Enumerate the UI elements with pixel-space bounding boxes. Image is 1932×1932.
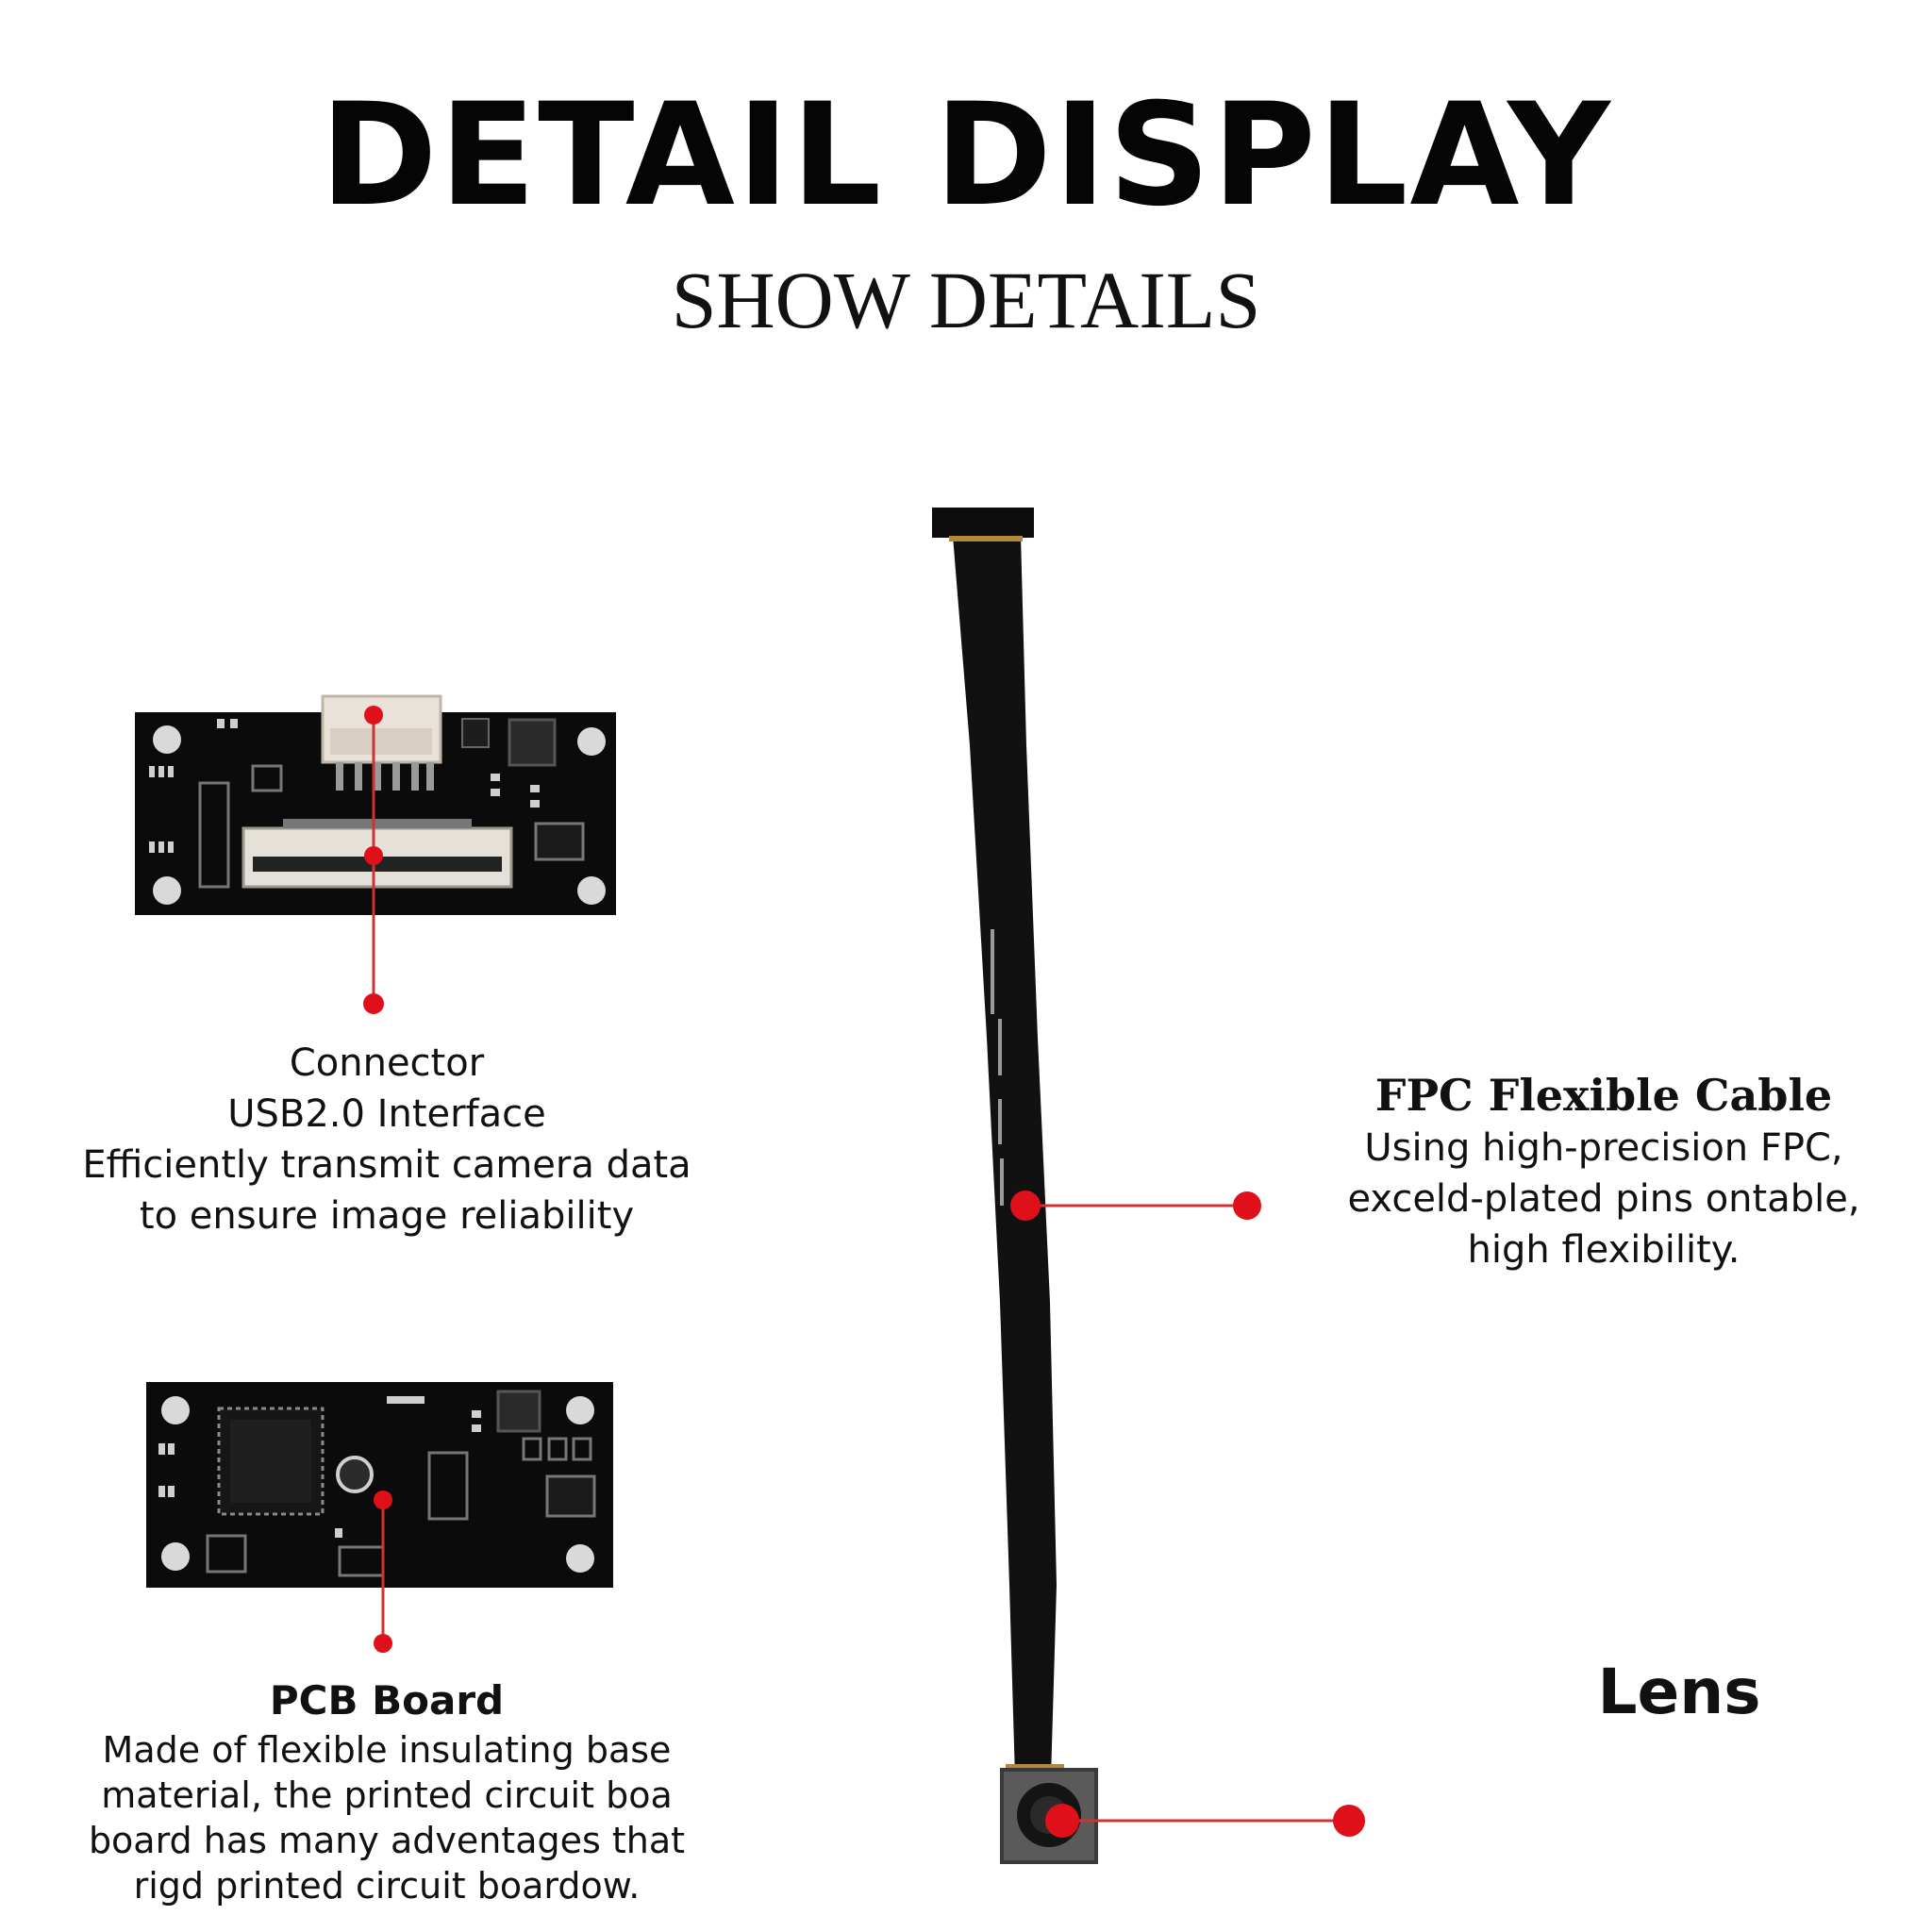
connector-interface: USB2.0 Interface bbox=[227, 1092, 546, 1136]
pcb-desc-line3: board has many adventages that bbox=[88, 1820, 686, 1861]
page-subtitle: SHOW DETAILS bbox=[671, 255, 1261, 345]
connector-desc-line2: to ensure image reliability bbox=[139, 1194, 635, 1238]
pcb-desc-line1: Made of flexible insulating base bbox=[102, 1729, 672, 1771]
connector-desc-line1: Efficiently transmit camera data bbox=[82, 1143, 691, 1187]
fpc-title: FPC Flexible Cable bbox=[1374, 1070, 1833, 1121]
fpc-desc-line1: Using high-precision FPC, bbox=[1364, 1126, 1843, 1170]
connector-caption: Connector USB2.0 Interface Efficiently t… bbox=[57, 1038, 717, 1241]
fpc-callout bbox=[1010, 1191, 1261, 1221]
pcb-desc-line4: rigd printed circuit boardow. bbox=[133, 1865, 641, 1907]
lens-callout bbox=[1045, 1804, 1365, 1838]
pcb-caption: PCB Board Made of flexible insulating ba… bbox=[57, 1674, 717, 1908]
page-title: DETAIL DISPLAY bbox=[320, 74, 1612, 238]
connector-title: Connector bbox=[289, 1041, 485, 1085]
pcb-callout bbox=[374, 1491, 392, 1653]
pcb-desc-line2: material, the printed circuit boa bbox=[101, 1774, 673, 1816]
lens-label: Lens bbox=[1597, 1656, 1761, 1728]
fpc-desc-line2: exceld-plated pins ontable, bbox=[1347, 1177, 1860, 1221]
connector-callout bbox=[363, 706, 384, 1014]
connector-board-image bbox=[135, 694, 616, 915]
pcb-board-image bbox=[146, 1382, 613, 1588]
fpc-caption: FPC Flexible Cable Using high-precision … bbox=[1311, 1068, 1896, 1275]
pcb-title: PCB Board bbox=[269, 1677, 505, 1724]
fpc-cable-image bbox=[932, 508, 1098, 1864]
fpc-desc-line3: high flexibility. bbox=[1467, 1228, 1740, 1272]
